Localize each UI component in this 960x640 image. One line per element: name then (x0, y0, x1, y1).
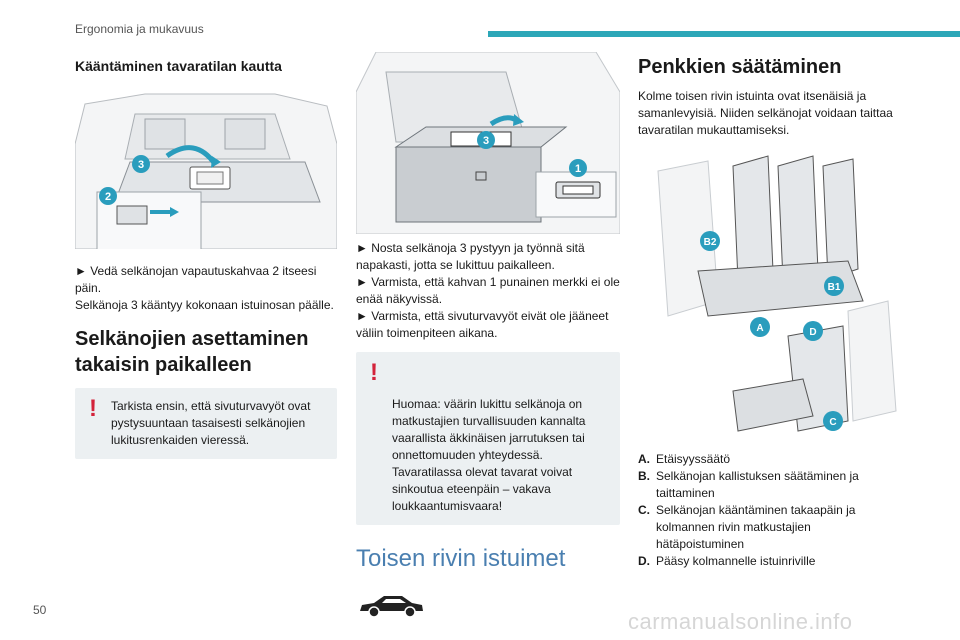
svg-text:C: C (829, 417, 836, 428)
svg-text:B2: B2 (704, 237, 717, 248)
heading-second-row-seats: Toisen rivin istuimet (356, 545, 566, 572)
column-left: Kääntäminen tavaratilan kautta 3 2 ► Ved… (75, 52, 337, 459)
warning-box-belts: ! Tarkista ensin, että sivuturvavyöt ova… (75, 388, 337, 459)
legend-item: D.Pääsy kolmannelle istuinriville (638, 554, 816, 568)
callout-C: C (823, 411, 843, 431)
callout-A: A (750, 317, 770, 337)
warning-box-locking: ! Huomaa: väärin lukittu selkänoja on ma… (356, 352, 620, 525)
callout-2: 2 (99, 187, 117, 205)
callout-1: 1 (569, 159, 587, 177)
column-right: Penkkien säätäminen Kolme toisen rivin i… (638, 52, 900, 570)
warning-text: Huomaa: väärin lukittu selkänoja on matk… (392, 397, 586, 513)
heading-fold-via-boot: Kääntäminen tavaratilan kautta (75, 58, 282, 74)
instruction-raise-backrest: ► Nosta selkänoja 3 pystyyn ja työnnä si… (356, 241, 585, 272)
legend-item: C.Selkänojan kääntäminen takaapäin ja ko… (638, 503, 856, 551)
instruction-pull-handle: ► Vedä selkänojan vapautuskahvaa 2 itsee… (75, 264, 317, 295)
svg-text:2: 2 (105, 191, 111, 203)
svg-text:3: 3 (138, 159, 144, 171)
warning-text: Tarkista ensin, että sivuturvavyöt ovat … (111, 399, 311, 447)
callout-B1: B1 (824, 276, 844, 296)
instruction-check-belts: ► Varmista, että sivuturvavyöt eivät ole… (356, 309, 609, 340)
watermark: carmanualsonline.info (628, 609, 853, 634)
header-accent-bar (488, 31, 960, 37)
warning-icon: ! (370, 359, 378, 386)
callout-B2: B2 (700, 231, 720, 251)
section-title: Ergonomia ja mukavuus (75, 22, 204, 36)
svg-text:D: D (809, 327, 816, 338)
callout-D: D (803, 321, 823, 341)
heading-seat-adjustment: Penkkien säätäminen (638, 56, 842, 78)
instruction-check-red-mark: ► Varmista, että kahvan 1 punainen merkk… (356, 275, 620, 306)
instruction-backrest-folds: Selkänoja 3 kääntyy kokonaan istuinosan … (75, 298, 334, 312)
callout-3: 3 (477, 131, 495, 149)
illustration-seat-fold-boot: 3 2 (75, 84, 337, 249)
page-number: 50 (33, 603, 47, 617)
svg-text:1: 1 (575, 163, 581, 175)
illustration-seat-raise: 3 1 (356, 52, 620, 234)
legend-list: A.Etäisyyssäätö B.Selkänojan kallistukse… (638, 451, 900, 570)
warning-icon: ! (89, 395, 97, 422)
svg-text:A: A (756, 323, 763, 334)
svg-text:B1: B1 (828, 282, 841, 293)
illustration-second-row-seats: B2 B1 A D C (638, 151, 900, 441)
intro-text: Kolme toisen rivin istuinta ovat itsenäi… (638, 89, 893, 137)
legend-item: B.Selkänojan kallistuksen säätäminen ja … (638, 469, 859, 500)
svg-text:3: 3 (483, 135, 489, 147)
legend-item: A.Etäisyyssäätö (638, 452, 731, 466)
heading-return-backrests: Selkänojien asettaminen takaisin paikall… (75, 328, 309, 376)
car-silhouette-icon (360, 596, 423, 618)
column-middle: 3 1 ► Nosta selkänoja 3 pystyyn ja työnn… (356, 52, 620, 619)
callout-3: 3 (132, 155, 150, 173)
